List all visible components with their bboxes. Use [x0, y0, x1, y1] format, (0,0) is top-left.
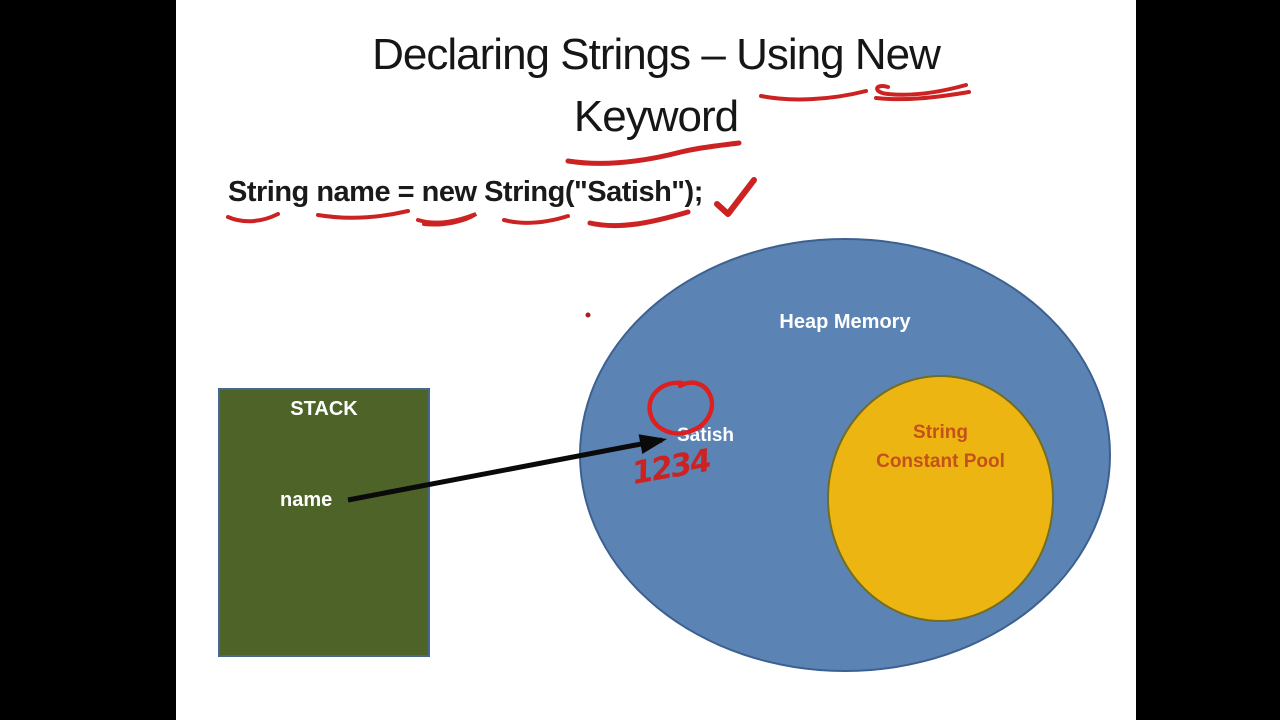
red-checkmark-icon	[714, 177, 757, 217]
code-underline-name	[316, 209, 410, 220]
code-underline-new	[416, 212, 478, 227]
heap-object-satish: Satish	[677, 425, 735, 446]
code-underline-string2	[502, 214, 570, 225]
heap-memory-label: Heap Memory	[779, 311, 911, 333]
pool-label-line-2: Constant Pool	[876, 451, 1005, 472]
code-underline-satish	[587, 209, 691, 229]
title-underline-keyword	[565, 140, 742, 166]
stack-variable-name: name	[280, 489, 333, 511]
stack-title: STACK	[290, 398, 358, 420]
slide: Declaring Strings – Using New Keyword St…	[176, 0, 1136, 720]
code-line: String name = new String("Satish");	[228, 176, 703, 208]
code-underline-string	[226, 212, 280, 224]
string-constant-pool-ellipse	[827, 375, 1054, 622]
stack-rectangle	[218, 388, 430, 657]
slide-title-line-1: Declaring Strings – Using New	[372, 30, 941, 79]
slide-title-line-2: Keyword	[573, 92, 739, 141]
string-constant-pool-label: String Constant Pool	[830, 418, 1051, 476]
pool-label-line-1: String	[913, 422, 968, 443]
